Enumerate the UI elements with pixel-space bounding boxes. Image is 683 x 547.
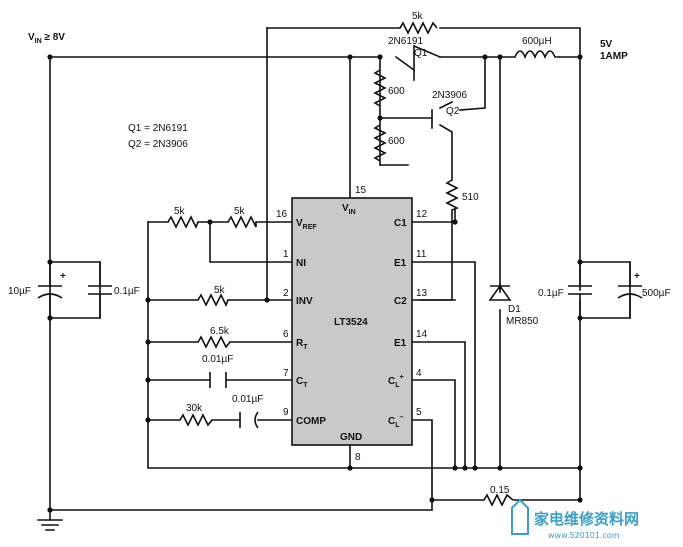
capacitor-0-1uf-in xyxy=(88,261,112,319)
capacitor-500uf xyxy=(617,261,643,319)
pin-num-gnd: 8 xyxy=(355,452,361,463)
pin-num-vref: 16 xyxy=(276,209,288,220)
pin-num-inv: 2 xyxy=(283,288,289,299)
resistor-6k5 xyxy=(197,335,231,349)
resistor-5k-top xyxy=(399,21,438,35)
ground-symbol xyxy=(37,519,63,531)
label-r600b: 600 xyxy=(388,136,405,147)
pin-num-clm: 5 xyxy=(416,407,422,418)
label-r5k-c: 5k xyxy=(214,285,226,296)
pin-label-c1: C1 xyxy=(394,218,407,229)
label-c10u: 10µF xyxy=(8,286,31,297)
label-c001-a: 0.01µF xyxy=(202,354,233,365)
resistor-5k-b xyxy=(227,215,257,229)
note-q2: Q2 = 2N3906 xyxy=(128,139,188,150)
label-r015: 0.15 xyxy=(490,485,510,496)
watermark-logo-icon xyxy=(511,498,529,535)
label-r5k-a: 5k xyxy=(174,206,186,217)
resistor-5k-c xyxy=(197,293,229,307)
pin-num-ni: 1 xyxy=(283,249,289,260)
watermark: 家电维修资料网 www.520101.com xyxy=(511,498,639,540)
label-r5k-b: 5k xyxy=(234,206,246,217)
label-d1-part: MR850 xyxy=(506,316,539,327)
resistor-30k xyxy=(179,413,213,427)
pin-num-ct: 7 xyxy=(283,368,289,379)
label-inductor: 600µH xyxy=(522,36,552,47)
label-c01u-out: 0.1µF xyxy=(538,288,564,299)
label-c500u: 500µF xyxy=(642,288,671,299)
junctions xyxy=(47,54,583,513)
ic-name: LT3524 xyxy=(334,317,368,328)
pin-num-comp: 9 xyxy=(283,407,289,418)
diode-d1 xyxy=(488,283,512,301)
pin-num-c2: 13 xyxy=(416,288,428,299)
label-r510: 510 xyxy=(462,192,479,203)
lt3524-ic-body xyxy=(291,197,413,446)
label-output-i: 1AMP xyxy=(600,51,628,62)
resistor-0-15 xyxy=(483,493,514,507)
pin-label-clm: CL– xyxy=(388,414,404,429)
resistor-510 xyxy=(445,179,459,211)
label-d1-ref: D1 xyxy=(508,304,521,315)
pin-label-vref: VREF xyxy=(296,218,317,231)
watermark-cn: 家电维修资料网 xyxy=(534,510,639,528)
label-r600a: 600 xyxy=(388,86,405,97)
pin-num-rt: 6 xyxy=(283,329,289,340)
capacitor-0-1uf-out xyxy=(568,261,592,319)
pin-num-clp: 4 xyxy=(416,368,422,379)
pin-num-vin: 15 xyxy=(355,185,367,196)
label-q1-part: 2N6191 xyxy=(388,36,423,47)
svg-text:+: + xyxy=(634,271,640,282)
capacitor-0-01uf-a xyxy=(209,372,227,388)
resistor-600-a xyxy=(373,69,387,107)
svg-text:+: + xyxy=(60,271,66,282)
pin-label-rt: RT xyxy=(296,338,308,351)
pin-label-inv: INV xyxy=(296,296,313,307)
capacitor-10uf xyxy=(37,261,63,319)
pin-label-ni: NI xyxy=(296,258,306,269)
pin-num-e1a: 11 xyxy=(416,249,427,260)
label-r-top: 5k xyxy=(412,11,424,22)
label-r30k: 30k xyxy=(186,403,203,414)
pin-num-c1: 12 xyxy=(416,209,428,220)
label-c01u-in: 0.1µF xyxy=(114,286,140,297)
inductor-600uh xyxy=(514,50,560,60)
label-q2-part: 2N3906 xyxy=(432,90,467,101)
label-r6k5: 6.5k xyxy=(210,326,230,337)
label-q2-ref: Q2 xyxy=(446,106,460,117)
capacitor-0-01uf-b xyxy=(239,411,259,429)
note-q1: Q1 = 2N6191 xyxy=(128,123,188,134)
pin-label-comp: COMP xyxy=(296,416,326,427)
vin-label: VIN ≥ 8V xyxy=(28,32,65,45)
pin-label-clp: CL+ xyxy=(388,374,404,389)
label-output-v: 5V xyxy=(600,39,613,50)
watermark-url: www.520101.com xyxy=(548,531,620,540)
pin-label-e1b: E1 xyxy=(394,338,407,349)
resistor-600-b xyxy=(373,124,387,162)
pin-label-vin: VIN xyxy=(342,203,356,216)
label-q1-ref: Q1 xyxy=(414,48,428,59)
pin-label-c2: C2 xyxy=(394,296,407,307)
pin-label-gnd: GND xyxy=(340,432,362,443)
resistor-5k-a xyxy=(167,215,199,229)
label-c001-b: 0.01µF xyxy=(232,394,263,405)
pin-label-ct: CT xyxy=(296,376,308,389)
pin-label-e1a: E1 xyxy=(394,258,407,269)
pin-num-e1b: 14 xyxy=(416,329,428,340)
